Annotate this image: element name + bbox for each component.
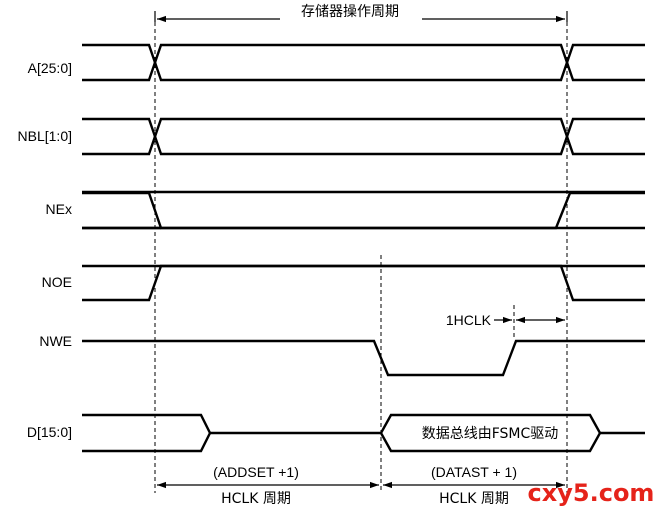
signal-label-address: A[25:0] xyxy=(28,60,72,76)
signal-label-data: D[15:0] xyxy=(27,424,72,440)
addset-span: (ADDSET +1) HCLK 周期 xyxy=(157,464,379,507)
addset-unit-label: HCLK 周期 xyxy=(221,491,291,507)
memory-cycle-label: 存储器操作周期 xyxy=(301,4,399,20)
nex-waveform xyxy=(82,190,645,230)
guide-lines xyxy=(154,22,568,493)
nwe-waveform xyxy=(82,339,645,377)
address-waveform xyxy=(82,43,645,82)
hclk-annotation: 1HCLK xyxy=(446,312,565,328)
signal-label-nbl: NBL[1:0] xyxy=(18,128,72,144)
signal-label-nwe: NWE xyxy=(39,333,72,349)
watermark: cxy5.com xyxy=(528,479,653,507)
data-bus-label: 数据总线由FSMC驱动 xyxy=(422,426,559,442)
hclk-label: 1HCLK xyxy=(446,312,492,328)
data-bus-waveform: 数据总线由FSMC驱动 xyxy=(82,413,645,453)
datast-unit-label: HCLK 周期 xyxy=(439,491,509,507)
addset-label: (ADDSET +1) xyxy=(213,464,299,480)
noe-waveform xyxy=(82,264,645,302)
datast-span: (DATAST + 1) HCLK 周期 xyxy=(383,464,565,507)
signal-label-nex: NEx xyxy=(46,201,72,217)
nbl-waveform xyxy=(82,117,645,156)
signal-label-noe: NOE xyxy=(42,274,72,290)
memory-cycle-span: 存储器操作周期 xyxy=(154,2,568,23)
datast-label: (DATAST + 1) xyxy=(431,464,517,480)
